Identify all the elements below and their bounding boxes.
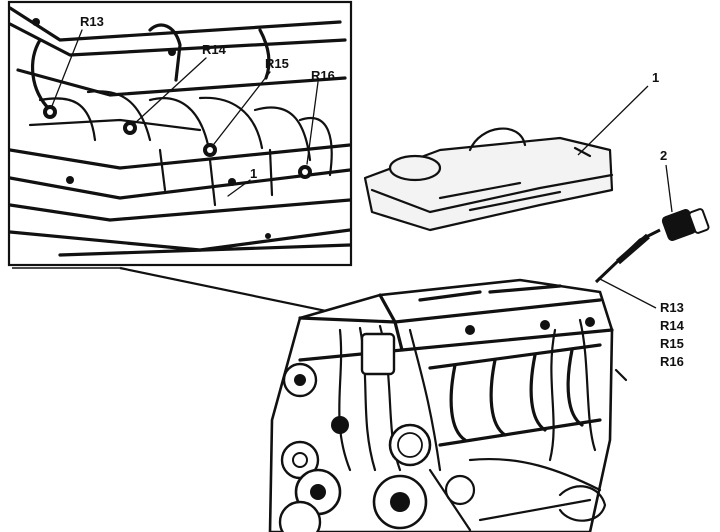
label-item-1: 1 (652, 70, 659, 85)
sensor-connector (594, 208, 710, 284)
sensor-list-item: R13 (660, 300, 684, 315)
intake-runners (428, 343, 602, 447)
inset-label-r13: R13 (80, 14, 104, 29)
inset-injector-lines (28, 90, 333, 207)
sensor-list: R13 R14 R15 R16 (660, 300, 685, 369)
lower-block (428, 368, 628, 532)
label-item-2: 2 (660, 148, 667, 163)
engine-cover (363, 127, 614, 232)
inset-label-r16: R16 (311, 68, 335, 83)
inset-label-r14: R14 (202, 42, 227, 57)
inset-detail: R13 R14 R15 R16 1 (7, 0, 353, 267)
callout-2-leader (665, 164, 673, 213)
sensor-list-item: R15 (660, 336, 684, 351)
inset-bolts (32, 18, 271, 239)
sensor-list-leader (597, 277, 657, 309)
inset-sensor-r13 (43, 105, 57, 119)
inset-cylinder-head (10, 6, 350, 257)
front-components (278, 317, 595, 532)
inset-leader-lines (51, 29, 319, 197)
inset-label-1: 1 (250, 166, 257, 181)
sensor-list-item: R16 (660, 354, 684, 369)
inset-label-r15: R15 (265, 56, 289, 71)
engine-block (268, 278, 628, 532)
inset-sensor-r14 (123, 121, 137, 135)
inset-sensor-r15 (203, 143, 217, 157)
inset-sensor-r16 (298, 165, 312, 179)
sensor-list-item: R14 (660, 318, 685, 333)
callout-1-leader (577, 85, 649, 156)
